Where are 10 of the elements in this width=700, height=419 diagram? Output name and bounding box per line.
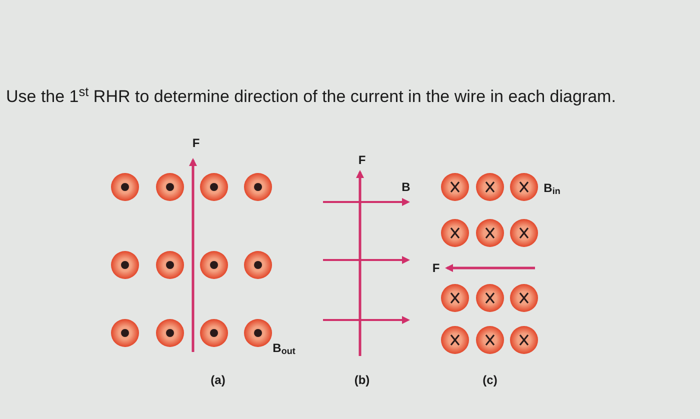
label: F xyxy=(358,152,366,169)
label: (b) xyxy=(354,372,370,389)
label: B xyxy=(402,179,410,196)
label: B$_{in}$ xyxy=(544,180,560,197)
label: F xyxy=(432,260,440,277)
label: B$_{out}$ xyxy=(272,340,296,357)
label: (a) xyxy=(210,372,226,389)
label: F xyxy=(192,135,200,152)
title: Use the 1$^{st}$ RHR to determine direction of the current in the wire in each diagram. xyxy=(6,84,616,108)
label: (c) xyxy=(482,372,498,389)
